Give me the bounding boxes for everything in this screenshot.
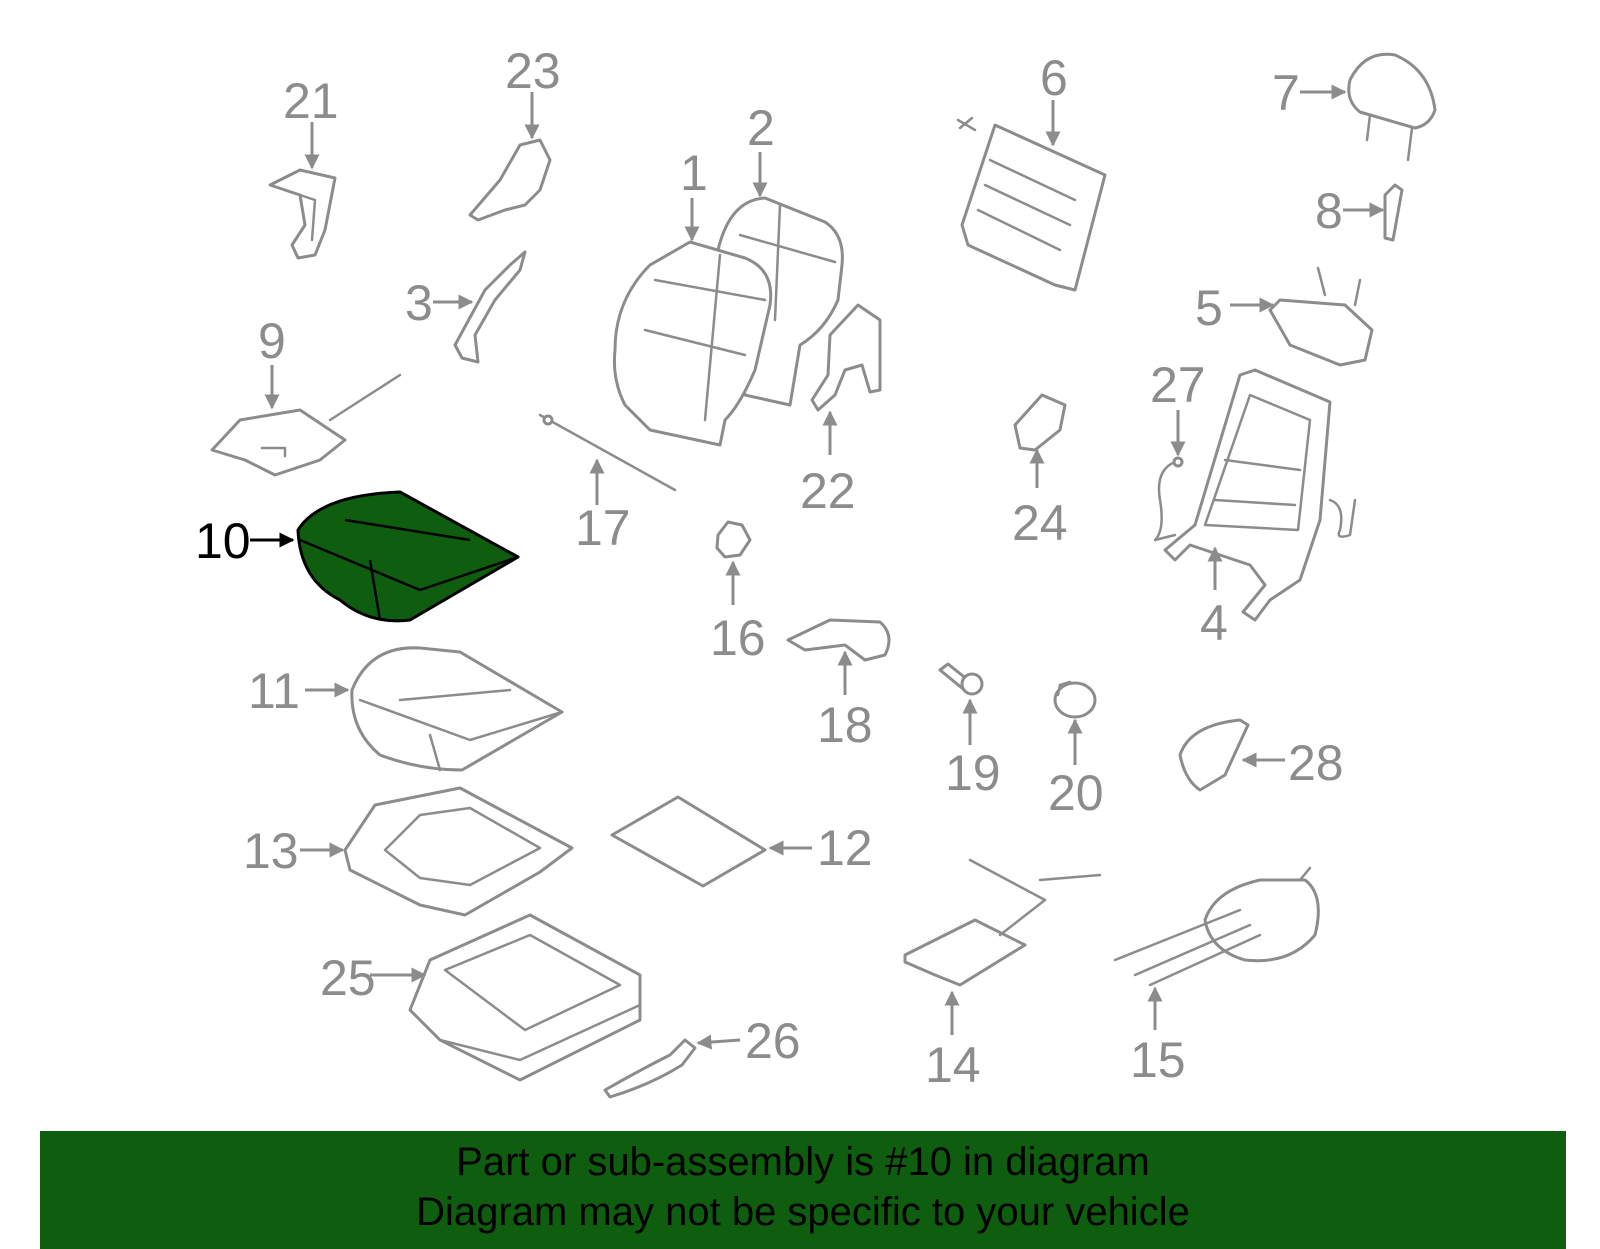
- part-27: [1153, 456, 1184, 542]
- label-22: 22: [800, 463, 856, 519]
- part-5: [1268, 266, 1374, 367]
- label-5: 5: [1195, 280, 1223, 336]
- label-16: 16: [710, 610, 766, 666]
- part-7: [1347, 52, 1437, 162]
- part-25: [408, 913, 642, 1082]
- label-25: 25: [320, 950, 376, 1006]
- part-3: [453, 250, 527, 364]
- part-18: [786, 618, 891, 662]
- label-18: 18: [817, 697, 873, 753]
- banner-line-1: Part or sub-assembly is #10 in diagram: [456, 1140, 1150, 1184]
- label-3: 3: [405, 275, 433, 331]
- part-28: [1178, 718, 1250, 792]
- label-12: 12: [817, 820, 873, 876]
- part-12: [610, 795, 767, 888]
- label-27: 27: [1150, 357, 1206, 413]
- label-14: 14: [925, 1037, 981, 1093]
- label-4: 4: [1200, 595, 1228, 651]
- label-20: 20: [1048, 765, 1104, 821]
- label-11: 11: [248, 663, 300, 719]
- banner-line-2: Diagram may not be specific to your vehi…: [416, 1190, 1190, 1234]
- part-15: [1113, 866, 1320, 987]
- info-banner: Part or sub-assembly is #10 in diagram D…: [40, 1131, 1566, 1249]
- label-26: 26: [745, 1013, 801, 1069]
- label-10: 10: [195, 513, 251, 569]
- label-13: 13: [243, 823, 299, 879]
- part-24: [1013, 393, 1067, 452]
- part-22: [810, 303, 882, 412]
- label-8: 8: [1315, 183, 1343, 239]
- part-17: [538, 413, 677, 492]
- label-7: 7: [1272, 65, 1300, 121]
- label-6: 6: [1040, 50, 1068, 106]
- part-23: [468, 138, 552, 222]
- part-26: [603, 1038, 697, 1099]
- part-9: [210, 373, 402, 477]
- part-14: [903, 858, 1102, 987]
- part-16: [715, 520, 752, 559]
- label-15: 15: [1130, 1032, 1186, 1088]
- label-24: 24: [1012, 495, 1068, 551]
- part-20: [1053, 680, 1097, 719]
- part-21: [268, 168, 337, 260]
- part-1: [613, 240, 773, 447]
- part-10: [296, 490, 520, 623]
- part-4: [1163, 368, 1357, 622]
- part-6: [956, 116, 1107, 292]
- label-21: 21: [283, 73, 339, 129]
- part-19: [938, 662, 984, 696]
- label-28: 28: [1288, 735, 1344, 791]
- part-8: [1383, 183, 1404, 242]
- label-19: 19: [945, 745, 1001, 801]
- label-9: 9: [258, 313, 286, 369]
- part-11: [350, 646, 564, 772]
- part-13: [343, 786, 574, 917]
- label-2: 2: [747, 100, 775, 156]
- label-17: 17: [575, 500, 631, 556]
- label-23: 23: [505, 43, 561, 99]
- label-1: 1: [680, 145, 708, 201]
